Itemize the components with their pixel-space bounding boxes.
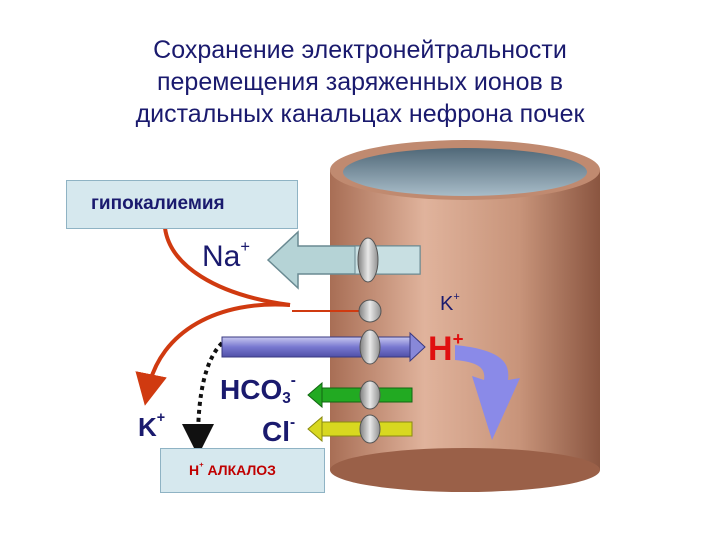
title-line-2: перемещения заряженных ионов в: [156, 68, 564, 96]
membrane-channels: [357, 237, 382, 444]
h-ion-label: H+: [428, 328, 464, 368]
h-arrow: [221, 331, 426, 363]
page-title: Сохранение электронейтральности перемеще…: [60, 34, 660, 130]
tubule-lumen: [343, 148, 587, 196]
title-line-1: Сохранение электронейтральности: [153, 36, 567, 64]
na-channel: [357, 237, 379, 283]
k-ion-tubule-label: K+: [440, 291, 460, 315]
alkalosis-ion: H: [189, 462, 200, 478]
red-curve-from-box: [163, 227, 291, 307]
hco3-channel: [359, 380, 381, 410]
k-exit-path: [135, 227, 368, 406]
cl-channel: [359, 414, 381, 444]
alkalosis-label: H+ АЛКАЛОЗ: [189, 460, 276, 478]
alkalosis-charge: +: [199, 460, 204, 469]
h-channel: [359, 329, 381, 365]
alkalosis-box: H+ АЛКАЛОЗ: [160, 448, 325, 493]
dotted-h-path: [182, 341, 224, 456]
title-line-3: дистальных канальцах нефрона почек: [135, 100, 585, 128]
na-ion-label: Na+: [202, 238, 250, 273]
k-channel: [358, 299, 382, 323]
tubule-bottom: [330, 448, 600, 492]
h-secretion-arrow: [455, 345, 520, 440]
red-curve-to-k: [135, 302, 291, 406]
hypokalemia-label: гипокалиемия: [91, 193, 225, 214]
alkalosis-text: АЛКАЛОЗ: [203, 462, 276, 478]
k-ion-exit-label: K+: [138, 410, 166, 442]
cl-ion-label: Cl-: [262, 414, 296, 447]
hypokalemia-box: гипокалиемия: [66, 180, 298, 229]
hco3-ion-label: HCO3-: [220, 372, 296, 407]
